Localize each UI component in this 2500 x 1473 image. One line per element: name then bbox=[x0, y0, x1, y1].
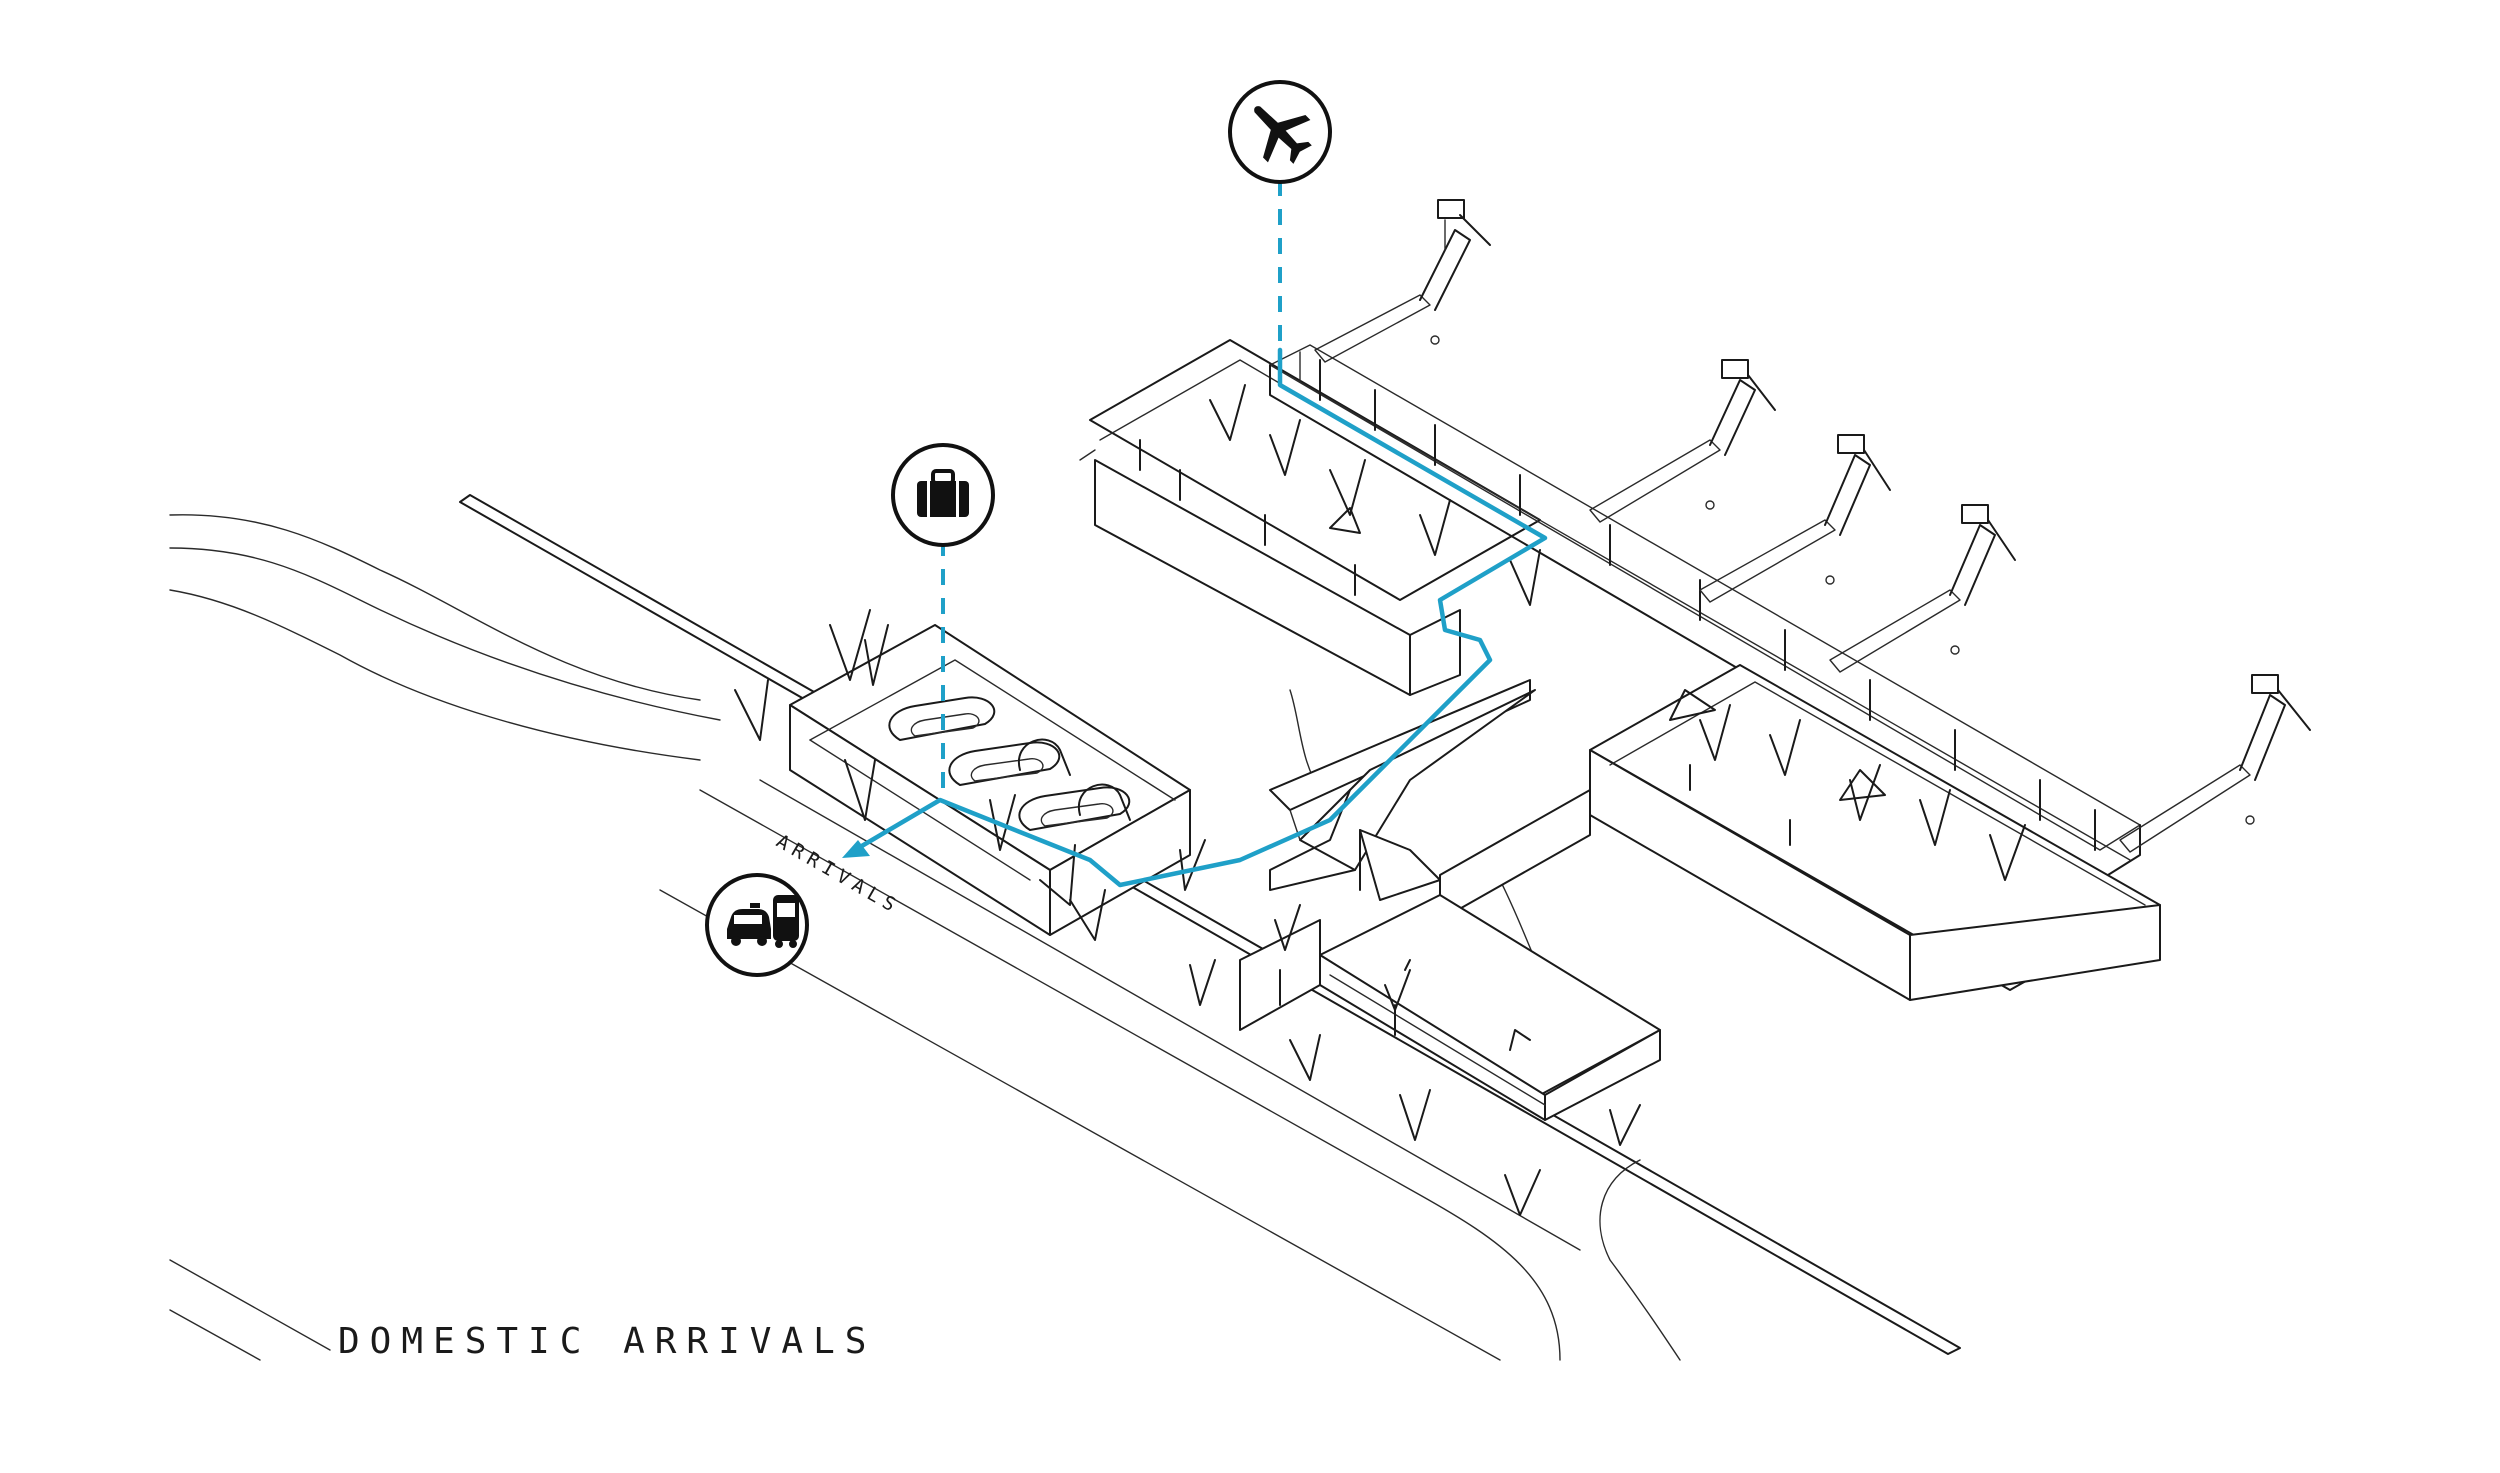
upper-posts bbox=[1139, 439, 1356, 596]
upper-pier bbox=[1079, 339, 1541, 696]
suitcase-icon bbox=[891, 443, 995, 547]
central-connector bbox=[1269, 679, 1536, 901]
airplane-icon bbox=[1228, 80, 1332, 184]
lower-centre-pier bbox=[1239, 894, 1661, 1146]
v-columns-lower bbox=[1274, 904, 1641, 1146]
jet-bridge-2 bbox=[1589, 359, 1776, 523]
baggage-carousels bbox=[888, 696, 1131, 831]
lower-right-pier bbox=[1439, 664, 2161, 1001]
route-path bbox=[852, 347, 1548, 888]
jet-bridges bbox=[1314, 199, 2311, 853]
v-columns-right bbox=[1669, 689, 2026, 881]
v-columns-upper bbox=[1209, 384, 1541, 606]
v-columns-left bbox=[734, 609, 1541, 1216]
route-arrowhead bbox=[842, 840, 870, 858]
diagram-title: DOMESTIC ARRIVALS bbox=[338, 1321, 876, 1362]
baggage-hall bbox=[734, 609, 1541, 1216]
jet-bridge-3 bbox=[1699, 434, 1891, 603]
taxi-bus-icon bbox=[705, 873, 809, 977]
concourse-posts bbox=[1319, 359, 2096, 851]
jet-bridge-4 bbox=[1829, 504, 2016, 673]
jet-bridge-5 bbox=[2119, 674, 2311, 853]
arrivals-route bbox=[842, 180, 1548, 888]
jet-bridge-1 bbox=[1314, 199, 1491, 363]
